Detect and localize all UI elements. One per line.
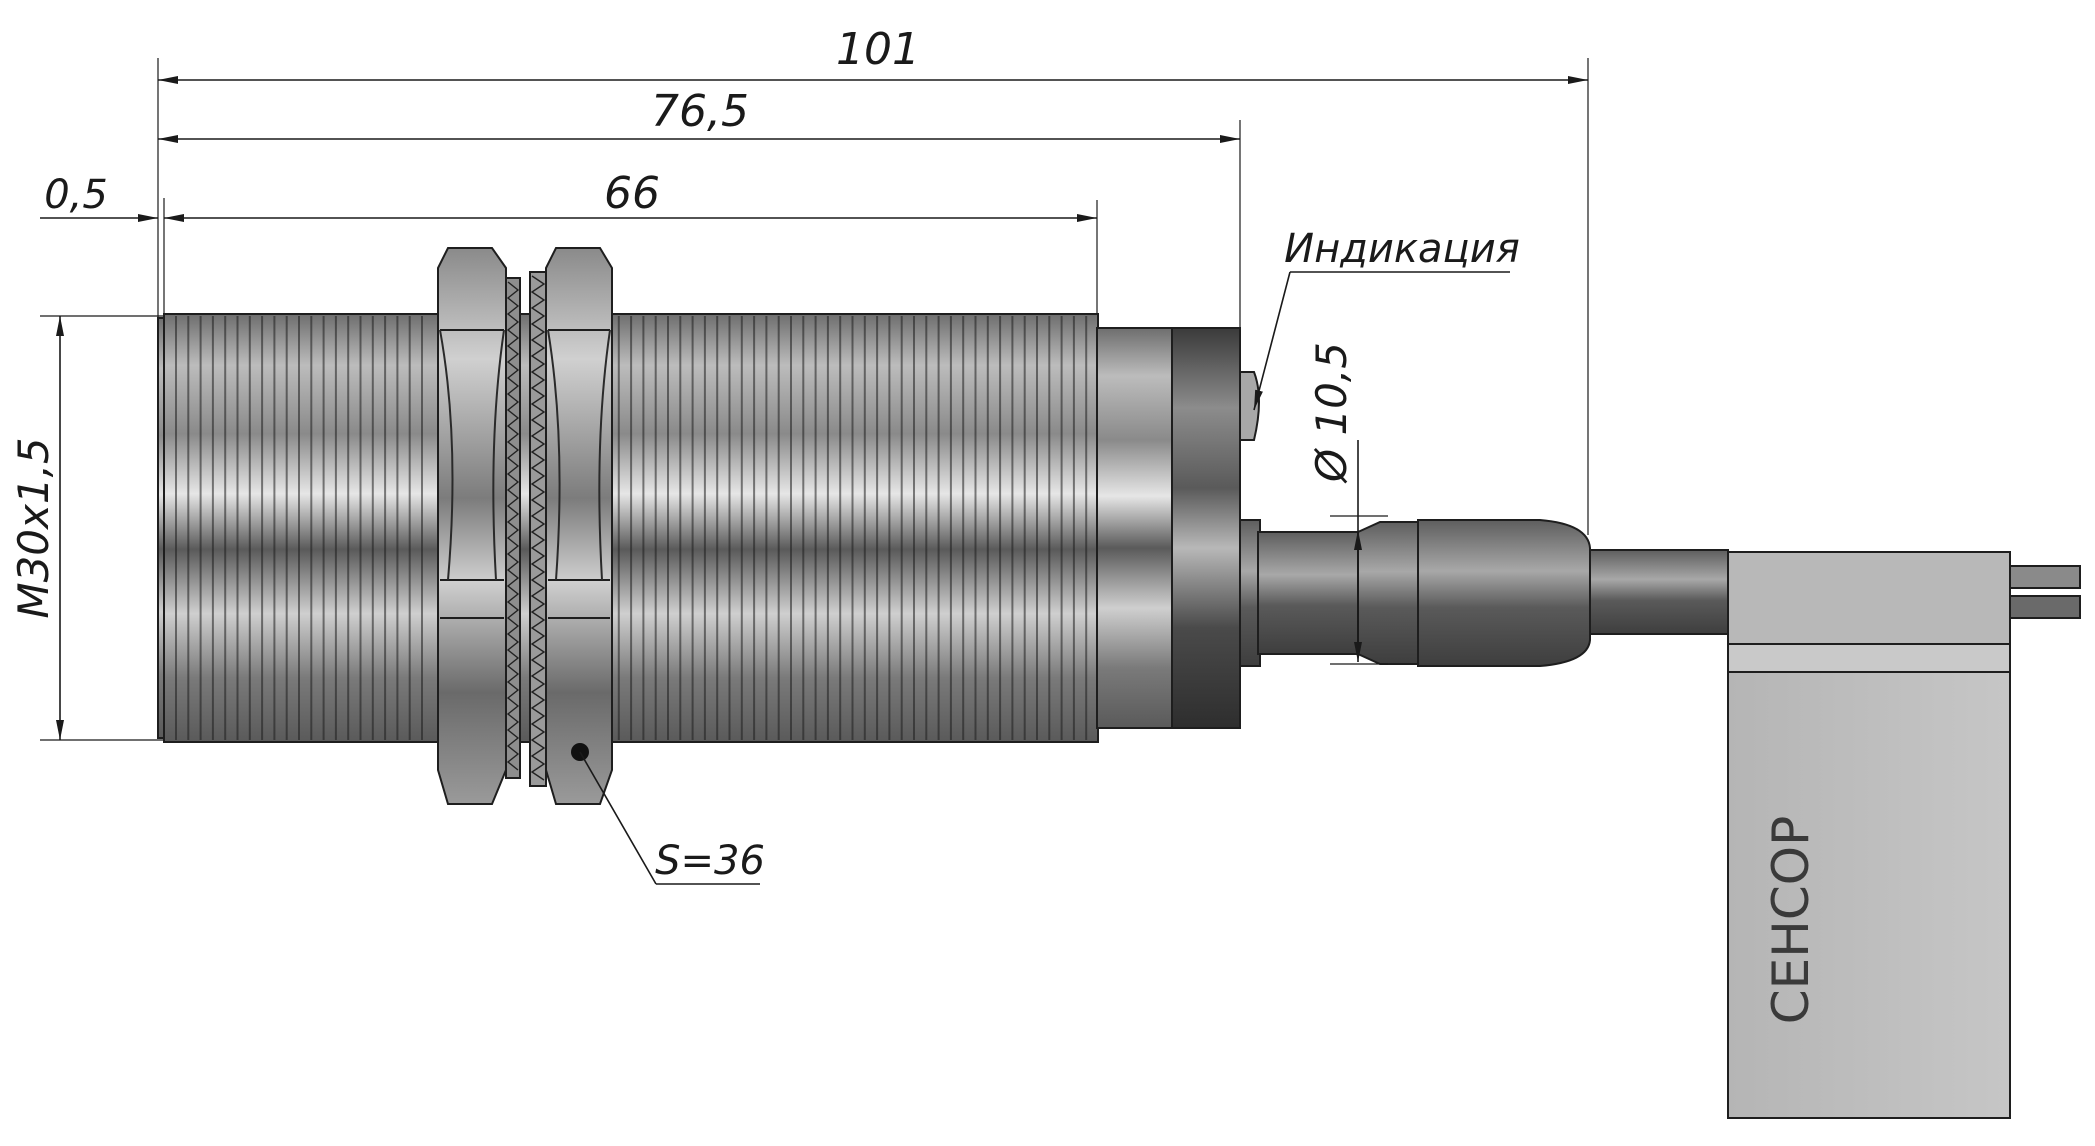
indication-callout-label: Индикация	[1284, 226, 1520, 272]
dim-thread-length: 66	[163, 168, 1098, 320]
dim-overall-length-label: 101	[836, 24, 920, 75]
dim-front-offset-label: 0,5	[44, 172, 108, 218]
washer-serration	[530, 275, 546, 781]
indicator-led	[1239, 371, 1260, 441]
nut-size-callout: S=36	[579, 751, 765, 885]
label-tag: СЕНСОР	[1727, 551, 2011, 1119]
lock-nut-right	[545, 247, 613, 805]
cable-gland	[1239, 519, 1591, 667]
dim-front-offset: 0,5	[40, 172, 158, 222]
dim-overall-length: 101	[157, 24, 1589, 535]
dim-body-length: 76,5	[158, 86, 1241, 330]
dim-thread-size-label: M30x1,5	[9, 437, 58, 618]
cable	[1589, 549, 2081, 635]
dim-cable-diameter: Ø 10,5	[1307, 342, 1388, 665]
indication-callout: Индикация	[1253, 226, 1520, 411]
lock-washer-left	[505, 277, 521, 779]
dim-thread-length-label: 66	[604, 168, 660, 219]
lock-nut-left	[437, 247, 507, 805]
dim-thread-size: M30x1,5	[9, 315, 170, 741]
dim-cable-diameter-label: Ø 10,5	[1307, 342, 1356, 484]
lock-washer-right	[529, 271, 547, 787]
threaded-body	[157, 313, 1099, 743]
washer-serration	[506, 281, 520, 771]
rear-cap	[1096, 327, 1241, 729]
tag-label: СЕНСОР	[1762, 816, 1820, 1025]
dim-body-length-label: 76,5	[651, 86, 749, 137]
nut-size-label: S=36	[655, 838, 765, 884]
